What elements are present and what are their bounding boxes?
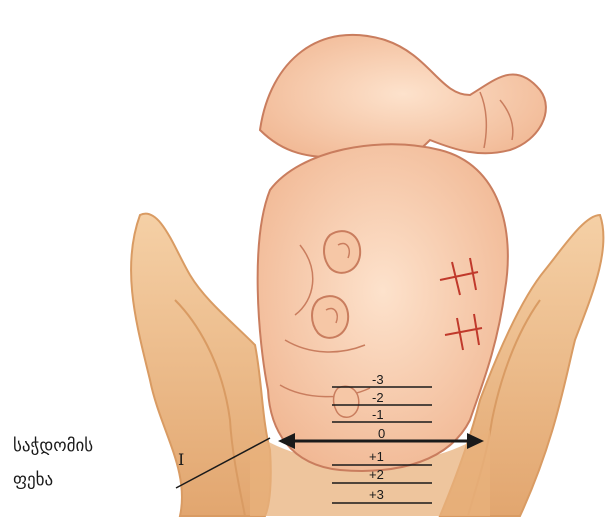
caption-line-1: საჭდომის xyxy=(13,436,93,456)
pelvis-left-wing xyxy=(131,214,271,516)
baby-ear-small xyxy=(334,386,359,417)
caption-line-2: ფეხა xyxy=(13,470,53,490)
station-label: -3 xyxy=(372,372,384,387)
baby-ear-upper xyxy=(324,231,360,273)
roman-numeral-label: I xyxy=(178,450,184,469)
station-label: +3 xyxy=(369,487,384,502)
station-label: 0 xyxy=(378,426,385,441)
station-label: +2 xyxy=(369,467,384,482)
station-label: -2 xyxy=(372,390,384,405)
station-label: -1 xyxy=(372,407,384,422)
baby-ear-lower xyxy=(312,296,348,338)
station-label: +1 xyxy=(369,449,384,464)
